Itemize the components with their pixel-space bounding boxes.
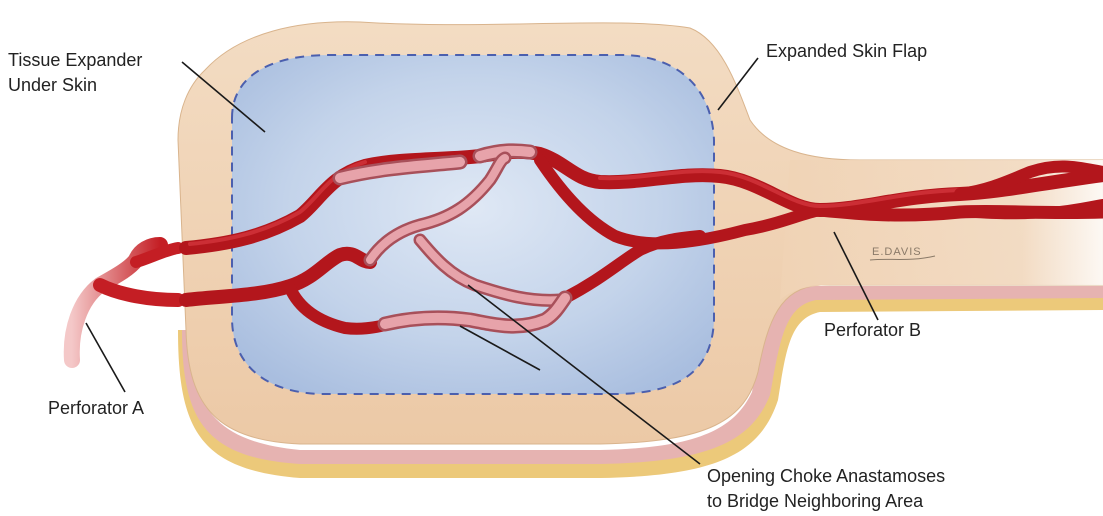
label-perforator-a: Perforator A: [48, 398, 144, 418]
tissue-expander[interactable]: [232, 55, 714, 394]
label-tissue-expander-line1: Tissue Expander: [8, 50, 142, 70]
label-choke-line2: to Bridge Neighboring Area: [707, 491, 924, 511]
label-choke-line1: Opening Choke Anastamoses: [707, 466, 945, 486]
label-perforator-b: Perforator B: [824, 320, 921, 340]
leader-perforator-a: [86, 323, 125, 392]
label-expanded-skin-flap: Expanded Skin Flap: [766, 41, 927, 61]
label-tissue-expander-line2: Under Skin: [8, 75, 97, 95]
artist-signature: E.DAVIS: [872, 246, 922, 258]
